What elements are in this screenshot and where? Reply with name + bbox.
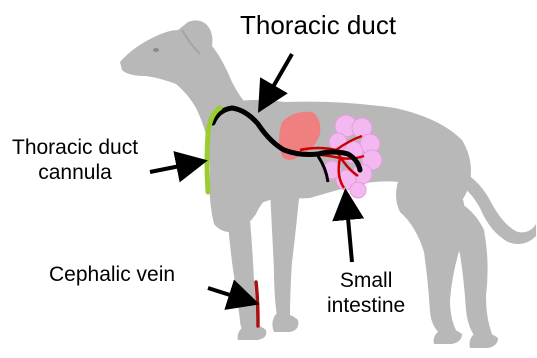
cephalic-vein-line xyxy=(256,282,258,326)
arrow-small-intestine xyxy=(346,196,352,262)
arrow-cannula xyxy=(150,162,200,172)
intestine-label-line2: intestine xyxy=(327,293,405,318)
dog-eye xyxy=(153,48,159,52)
intestine-label-line1: Small xyxy=(327,268,405,293)
cephalic-vein-label: Cephalic vein xyxy=(49,262,175,287)
cannula-label-line2: cannula xyxy=(12,160,138,185)
thoracic-duct-cannula-label: Thoracic duct cannula xyxy=(12,135,138,185)
thoracic-duct-label: Thoracic duct xyxy=(240,10,396,40)
cannula-label-line1: Thoracic duct xyxy=(12,135,138,160)
arrow-thoracic-duct xyxy=(262,54,292,106)
small-intestine-label: Small intestine xyxy=(327,268,405,318)
